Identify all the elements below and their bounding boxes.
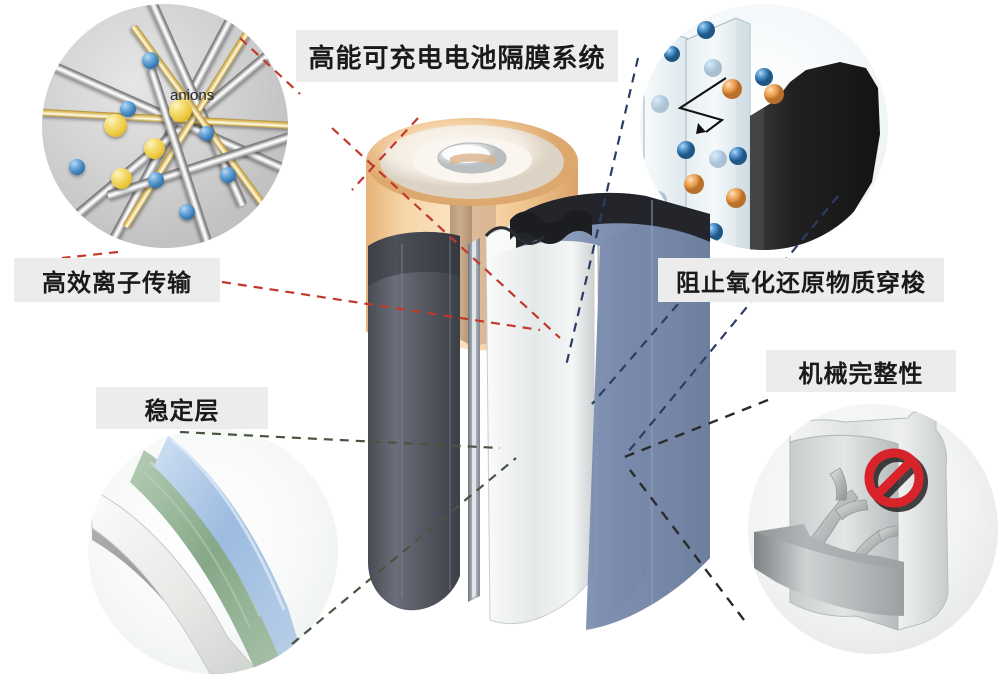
fiber-network-inset: anions	[42, 4, 288, 248]
label-stabilizing-layer: 稳定层	[96, 387, 268, 429]
battery-art	[366, 118, 710, 630]
ion-sphere-blue	[179, 204, 195, 220]
ion-sphere-yellow	[111, 168, 132, 189]
dendrite-blocking-art	[754, 410, 949, 631]
ion-sphere-yellow	[144, 138, 165, 159]
multilayer-film-art	[91, 436, 302, 674]
ion-sphere-blue	[199, 126, 214, 141]
ion-sphere-blue	[142, 52, 159, 69]
ion-sphere-blue	[148, 172, 164, 188]
ion-sphere-yellow	[169, 99, 192, 122]
multilayer-film-inset	[88, 428, 338, 674]
prohibition-icon	[864, 448, 928, 512]
ion-sphere-blue	[220, 167, 236, 183]
cylindrical-battery	[310, 96, 710, 676]
anions-label: anions	[170, 87, 215, 104]
ion-sphere-yellow	[104, 114, 127, 137]
ion-sphere-blue	[120, 101, 136, 117]
page-title: 高能可充电电池隔膜系统	[296, 30, 618, 82]
ion-sphere-blue	[69, 159, 85, 175]
label-mechanical-integrity: 机械完整性	[766, 350, 956, 392]
dendrite-blocking-inset	[748, 404, 998, 654]
label-ion-transport: 高效离子传输	[14, 258, 220, 302]
label-redox-blocking: 阻止氧化还原物质穿梭	[658, 258, 944, 302]
fiber-network-mask	[42, 4, 288, 248]
